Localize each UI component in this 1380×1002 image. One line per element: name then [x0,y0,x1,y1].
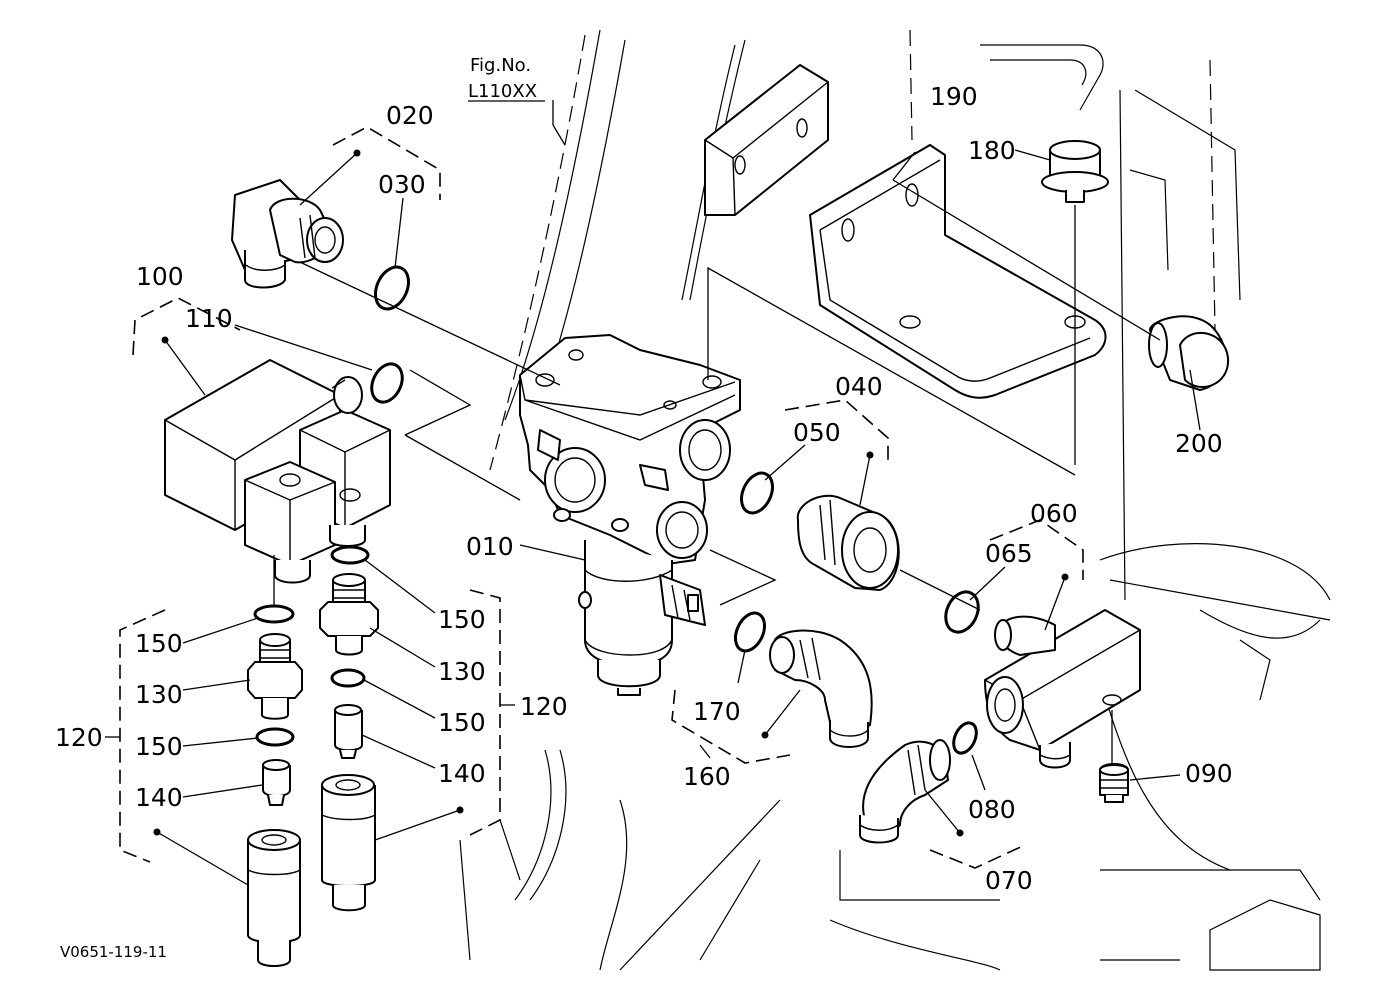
callout-100: 100 [136,262,184,291]
plug-200 [1148,315,1230,391]
o-ring-065 [944,590,980,634]
callout-190: 190 [930,82,978,111]
o-ring-030 [374,265,410,311]
callout-065: 065 [985,539,1033,568]
callout-150-left-mid: 150 [135,732,183,761]
callout-140-right: 140 [438,759,486,788]
callout-140-left: 140 [135,783,183,812]
callout-030: 030 [378,170,426,199]
o-ring-170 [733,611,767,653]
callout-130-right: 130 [438,657,486,686]
callout-labels: 020 030 100 110 010 040 050 060 065 180 … [55,82,1233,895]
callout-010: 010 [466,532,514,561]
left-cartridge-stack-120 [247,555,303,967]
o-ring-050 [740,471,774,515]
adapter-040 [796,494,900,591]
callout-170: 170 [693,697,741,726]
callout-060: 060 [1030,499,1078,528]
o-ring-080 [952,721,978,755]
callout-020: 020 [386,101,434,130]
callout-160: 160 [683,762,731,791]
assembly-guide-lines [284,179,1161,606]
callout-150-right-top: 150 [438,605,486,634]
tee-block-060 [984,609,1141,769]
solenoid-assembly-100 [164,359,391,584]
bolt-180 [1041,140,1109,465]
elbow-fitting-020 [231,179,344,289]
right-cartridge-stack-120 [319,545,379,912]
callout-180: 180 [968,136,1016,165]
callout-050: 050 [793,418,841,447]
callout-090: 090 [1185,759,1233,788]
mounting-block [704,64,829,216]
plug-090 [1099,710,1129,803]
fig-label: Fig.No. [470,55,531,76]
elbow-fitting-160 [769,629,873,748]
callout-110: 110 [185,304,233,333]
fig-number: L110XX [468,81,537,102]
callout-130-left: 130 [135,680,183,709]
callout-150-left-top: 150 [135,629,183,658]
drawing-code: V0651-119-11 [60,943,167,961]
dashed-group-brackets [119,126,1084,869]
callout-200: 200 [1175,429,1223,458]
callout-120-right: 120 [520,692,568,721]
o-ring-110 [370,362,404,404]
callout-070: 070 [985,866,1033,895]
bracket-190 [809,144,1107,399]
leader-lines [105,100,1201,886]
callout-120-left: 120 [55,723,103,752]
callout-150-right-mid: 150 [438,708,486,737]
valve-body-010 [519,334,741,696]
callout-080: 080 [968,795,1016,824]
callout-040: 040 [835,372,883,401]
elbow-fitting-070 [859,739,951,844]
o-rings [370,265,980,755]
